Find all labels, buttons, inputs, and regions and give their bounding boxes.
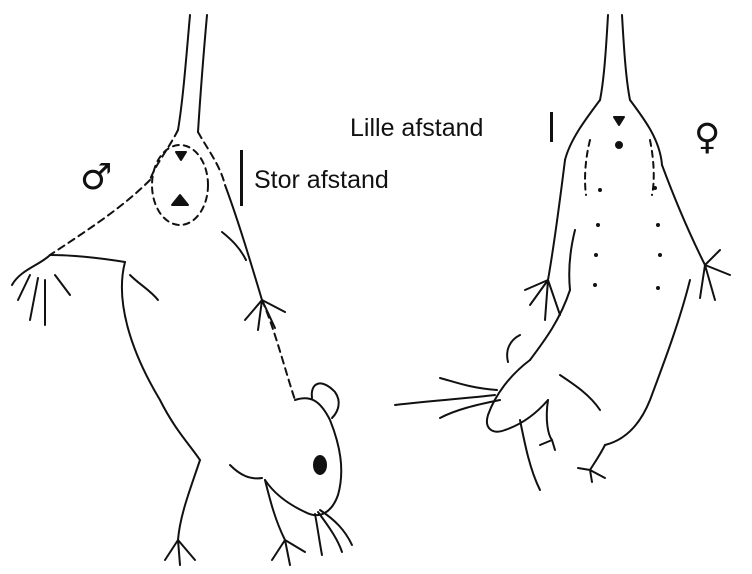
female-mouse-illustration xyxy=(395,15,730,490)
male-symbol: ♂ xyxy=(80,160,112,196)
small-distance-label: Lille afstand xyxy=(350,116,483,141)
small-distance-bar xyxy=(550,112,553,142)
large-distance-label: Stor afstand xyxy=(254,168,389,193)
large-distance-bar xyxy=(240,150,243,206)
male-mouse-illustration xyxy=(12,15,352,565)
female-symbol: ♀ xyxy=(694,120,720,156)
